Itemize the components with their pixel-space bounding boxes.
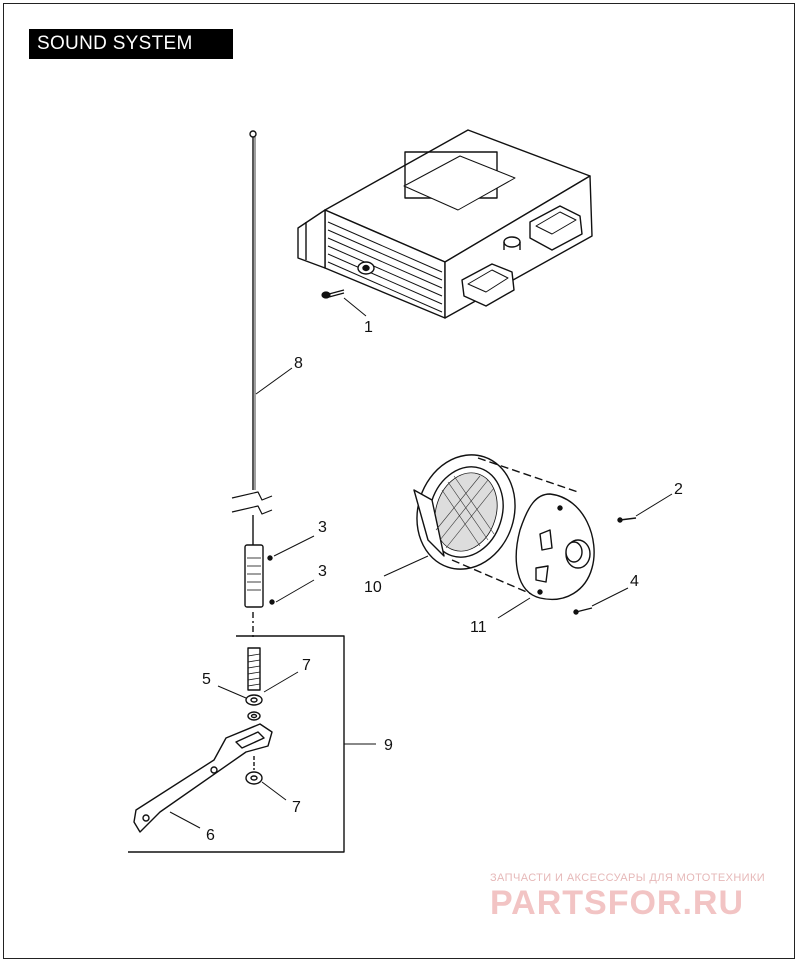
watermark-brand: PARTSFOR.RU <box>490 884 745 922</box>
callout-9: 9 <box>384 737 393 754</box>
callout-1: 1 <box>364 319 373 336</box>
callout-5: 5 <box>202 671 211 688</box>
callout-11: 11 <box>470 619 487 636</box>
page-title: SOUND SYSTEM <box>29 29 233 59</box>
callout-10: 10 <box>364 579 382 596</box>
callout-3-upper: 3 <box>318 519 327 536</box>
callout-2: 2 <box>674 481 683 498</box>
callout-4: 4 <box>630 573 639 590</box>
watermark-subtitle: ЗАПЧАСТИ И АКСЕССУАРЫ ДЛЯ МОТОТЕХНИКИ <box>490 872 766 884</box>
leader-lines <box>169 297 673 829</box>
callout-labels: 1 2 3 3 4 5 6 7 7 8 9 10 11 <box>202 319 683 844</box>
speaker-grille <box>413 454 579 597</box>
callout-6: 6 <box>206 827 215 844</box>
callout-7-upper: 7 <box>302 657 311 674</box>
speaker-adapter-plate <box>515 493 637 615</box>
callout-3-lower: 3 <box>318 563 327 580</box>
callout-7-lower: 7 <box>292 799 301 816</box>
radio-unit <box>297 129 593 319</box>
antenna-mast <box>231 130 275 640</box>
callout-8: 8 <box>294 355 303 372</box>
diagram-frame <box>3 3 795 959</box>
antenna-mount-kit <box>128 635 345 853</box>
